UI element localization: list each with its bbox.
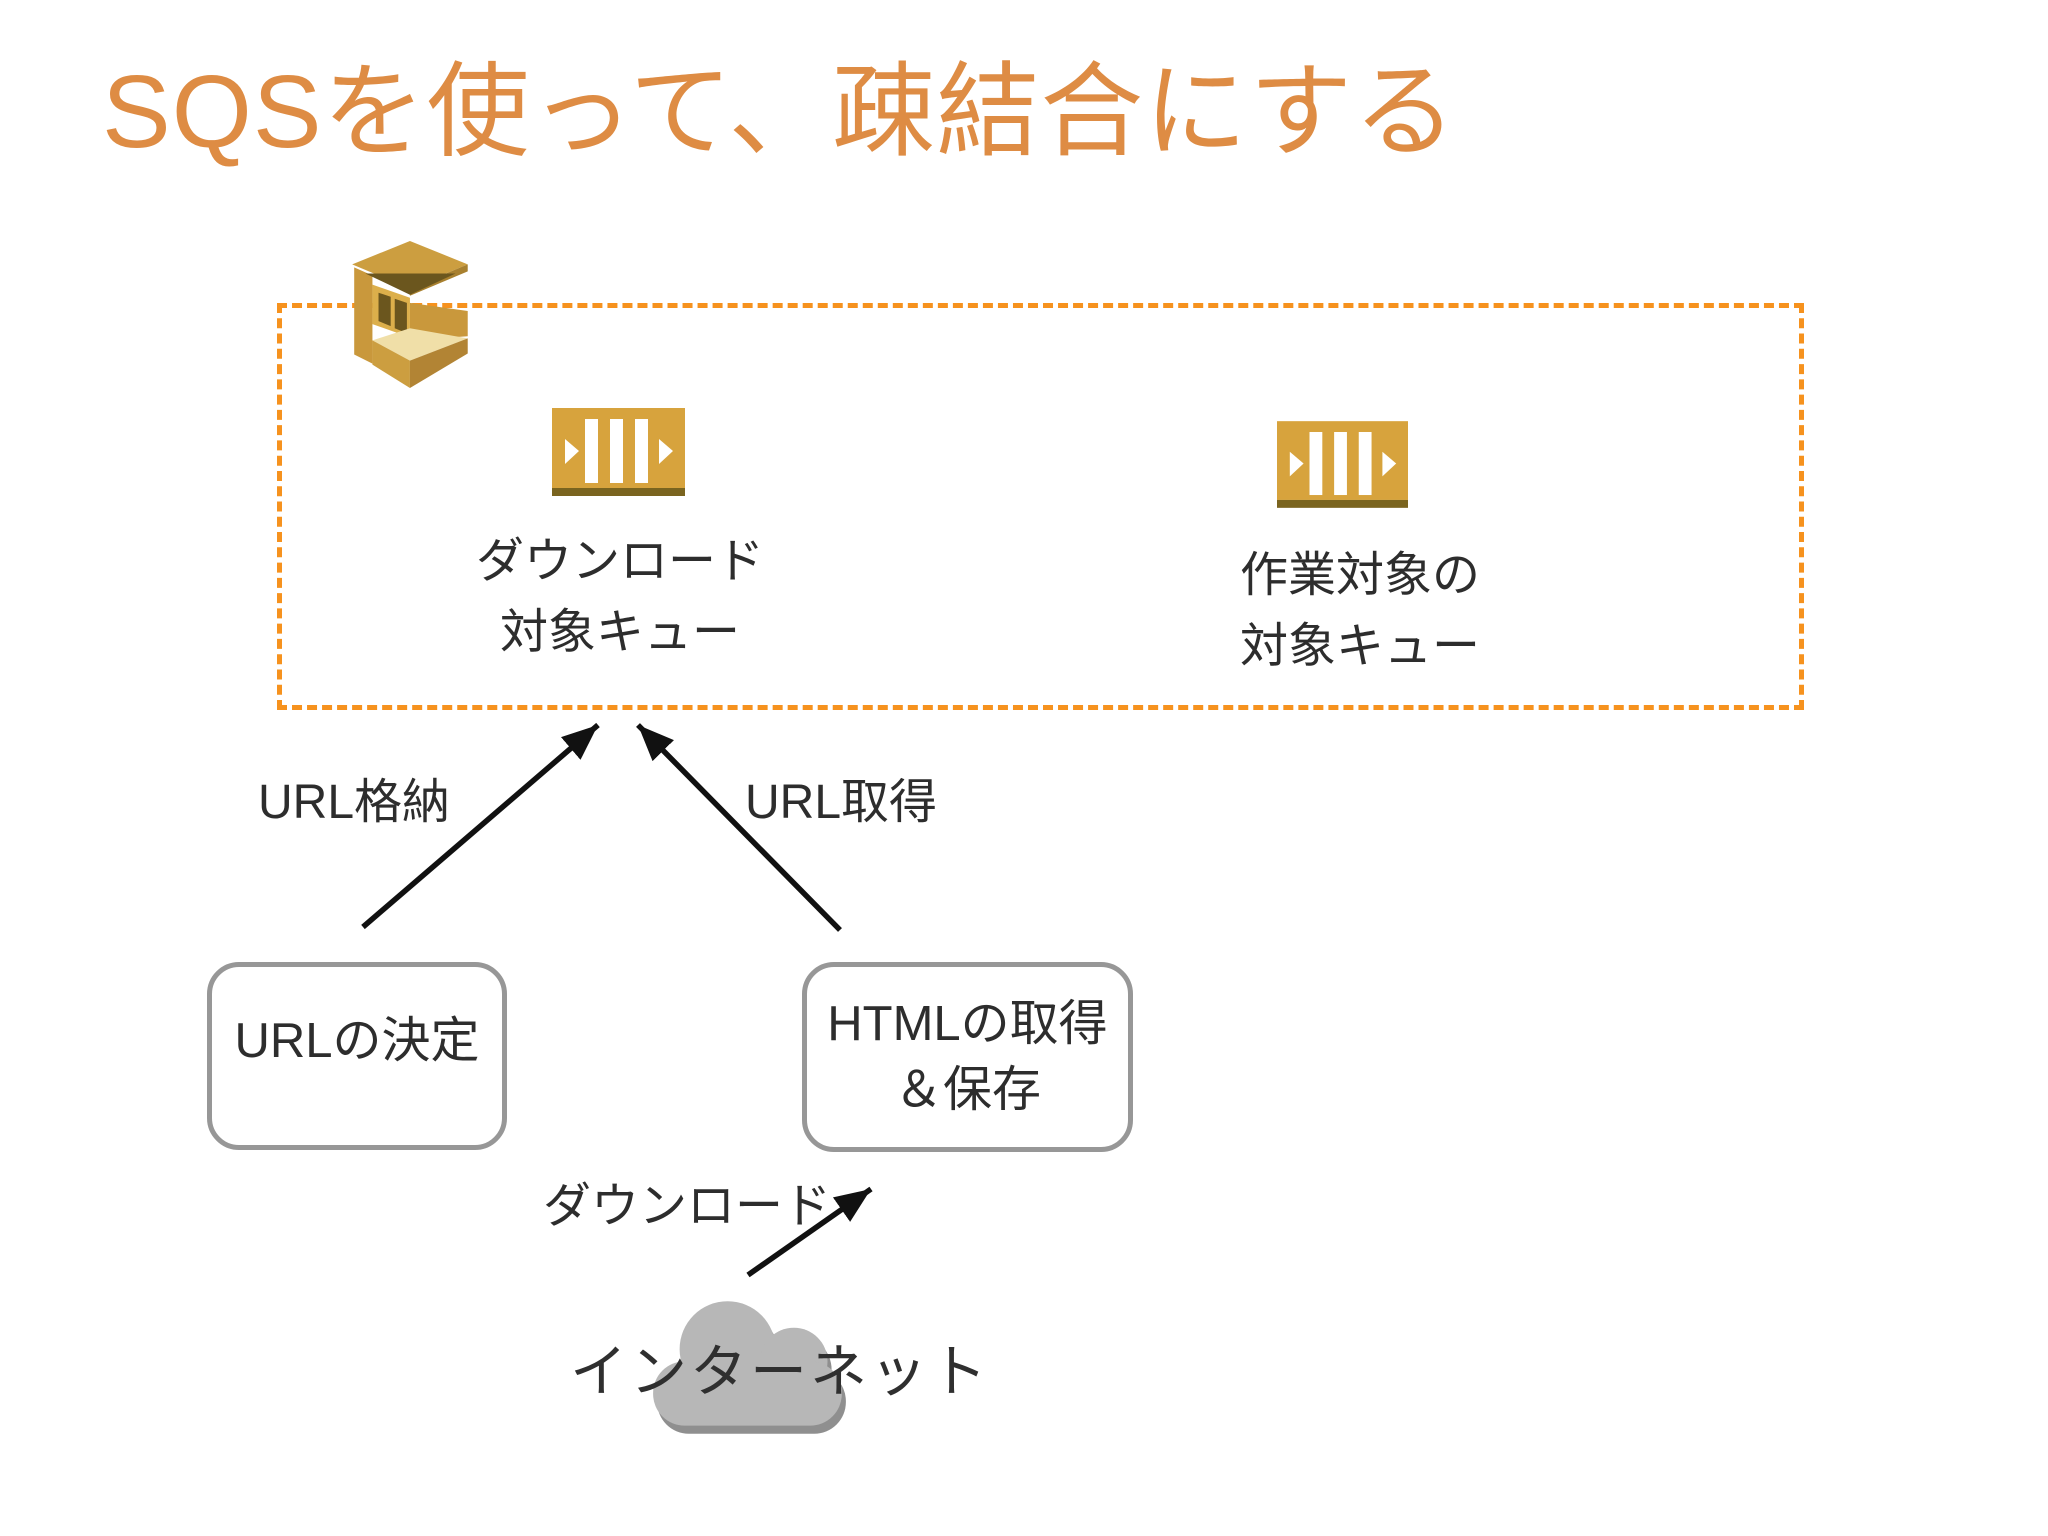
download-label: ダウンロード (543, 1180, 832, 1233)
html-fetch-node-line1: HTMLの取得 (827, 997, 1108, 1051)
cloud-icon (653, 1301, 846, 1434)
work-queue-label-line2: 対象キュー (1239, 620, 1480, 673)
url-store-label: URL格納 (258, 776, 451, 829)
sqs-service-icon (352, 241, 468, 388)
page-title: SQSを使って、疎結合にする (102, 54, 1458, 169)
work-queue-label-line1: 作業対象の (1239, 549, 1480, 602)
html-fetch-node-line2: ＆保存 (893, 1063, 1041, 1117)
html-fetch-node: HTMLの取得 ＆保存 (802, 962, 1133, 1152)
url-decide-node-label: URLの決定 (234, 1014, 480, 1068)
download-queue-label: ダウンロード 対象キュー (420, 526, 820, 668)
internet-label: インターネット (570, 1340, 990, 1404)
sqs-boundary-box (277, 303, 1804, 710)
work-queue-icon (1277, 421, 1408, 508)
download-queue-icon (552, 408, 685, 496)
url-decide-node: URLの決定 (207, 962, 507, 1150)
url-fetch-label: URL取得 (745, 776, 938, 829)
download-queue-label-line1: ダウンロード (475, 535, 764, 588)
work-queue-label: 作業対象の 対象キュー (1160, 540, 1560, 682)
download-queue-label-line2: 対象キュー (499, 606, 740, 659)
